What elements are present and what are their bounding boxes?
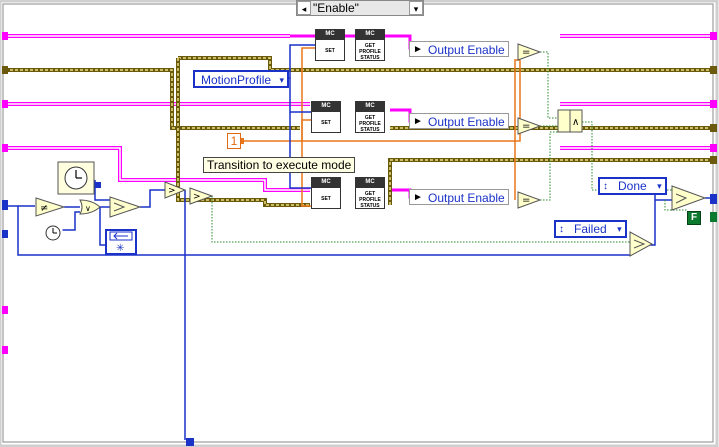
property-arrow-icon: ►: [413, 116, 423, 127]
chevron-down-icon: ▾: [279, 75, 285, 85]
chevron-down-icon: ▾: [617, 224, 622, 234]
svg-text:>: >: [193, 192, 201, 202]
equal-nodes: = = =: [517, 43, 542, 209]
output-enable-property-3[interactable]: ► Output Enable: [409, 189, 509, 205]
property-arrow-icon: ►: [413, 44, 423, 55]
clock-icon: [57, 161, 95, 195]
select-nodes: [109, 185, 707, 257]
output-enable-property-1[interactable]: ► Output Enable: [409, 41, 509, 57]
chevron-down-icon: ▾: [657, 181, 662, 191]
false-constant[interactable]: F: [687, 211, 701, 225]
tick-count-icon: [43, 223, 63, 243]
property-label: Output Enable: [428, 115, 505, 129]
output-enable-property-2[interactable]: ► Output Enable: [409, 113, 509, 129]
numeric-constant[interactable]: 1: [227, 133, 241, 149]
transition-comment: Transition to execute mode: [203, 157, 356, 173]
motion-profile-enum[interactable]: MotionProfile ▾: [193, 70, 290, 88]
svg-text:=: =: [522, 121, 530, 132]
and-node: ∧: [557, 109, 583, 133]
failed-label: Failed: [574, 222, 607, 236]
svg-text:∨: ∨: [85, 204, 91, 213]
failed-ring-constant[interactable]: ↕ Failed ▾: [554, 220, 627, 238]
pink-wires: [5, 34, 712, 199]
left-tunnels: [2, 32, 8, 354]
done-label: Done: [618, 179, 647, 193]
svg-text:∧: ∧: [572, 117, 579, 128]
shift-register-icon: ✳: [105, 229, 137, 255]
numeric-terminal: [240, 138, 244, 144]
property-label: Output Enable: [428, 191, 505, 205]
motion-profile-label: MotionProfile: [201, 73, 272, 87]
svg-text:=: =: [522, 195, 530, 206]
svg-text:≠: ≠: [40, 203, 48, 214]
blue-wires: [8, 44, 712, 440]
compare-nodes: ≠ ∨ > >: [35, 181, 214, 217]
ring-icon: ↕: [559, 224, 564, 235]
svg-text:=: =: [522, 47, 530, 58]
property-arrow-icon: ►: [413, 192, 423, 203]
right-tunnels: [186, 32, 717, 446]
property-label: Output Enable: [428, 43, 505, 57]
svg-text:>: >: [168, 186, 176, 196]
done-ring-constant[interactable]: ↕ Done ▾: [598, 177, 667, 195]
timer-terminal: [95, 182, 101, 188]
ring-icon: ↕: [603, 181, 608, 192]
svg-text:✳: ✳: [116, 243, 124, 254]
